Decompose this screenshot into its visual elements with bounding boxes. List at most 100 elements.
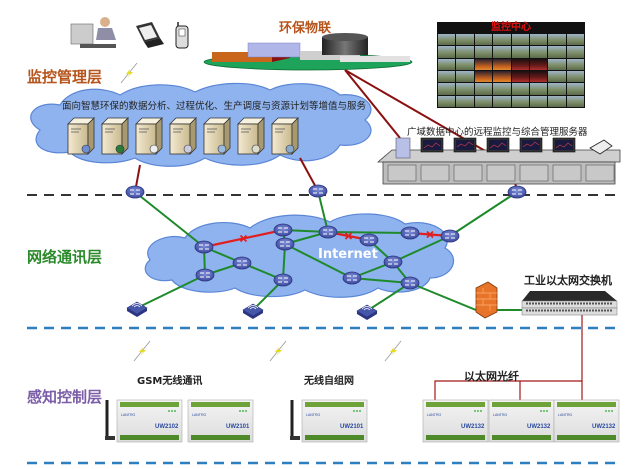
video-feed-tile	[529, 46, 548, 58]
video-feed-tile	[548, 34, 566, 46]
video-feed-tile	[511, 70, 529, 83]
controller-uw2102: LANTRO UW2102	[116, 399, 183, 443]
video-feed-tile	[456, 70, 474, 83]
device-model-label: UW2132	[592, 424, 616, 430]
video-feed-tile	[474, 70, 493, 83]
group-caption-fiber: 以太网光纤	[464, 370, 519, 383]
internet-cloud	[144, 213, 455, 298]
video-feed-tile	[511, 95, 529, 107]
device-brand: LANTRO	[427, 413, 441, 417]
video-feed-tile	[511, 83, 529, 95]
router-icon	[273, 273, 293, 287]
device-model-label: UW2101	[340, 424, 364, 430]
globe-server-icon	[101, 117, 129, 155]
router-icon	[232, 256, 252, 270]
server-tower-icon	[395, 137, 411, 159]
video-feed-tile	[438, 58, 456, 70]
device-model-label: UW2102	[155, 424, 179, 430]
group-caption-gsm: GSM无线通讯	[137, 376, 203, 387]
device-model-label: UW2132	[461, 424, 485, 430]
antenna-icon-2	[290, 400, 300, 440]
video-feed-tile	[438, 83, 456, 95]
video-feed-tile	[456, 34, 474, 46]
router-icon	[194, 240, 214, 254]
video-feed-tile	[566, 58, 584, 70]
file-server-icon	[271, 117, 299, 155]
router-icon	[195, 268, 215, 282]
video-feed-tile	[438, 70, 456, 83]
video-feed-tile	[493, 58, 511, 70]
video-feed-tile	[566, 46, 584, 58]
field-controllers: LANTROUW2102LANTROUW2101LANTROUW2101LANT…	[116, 399, 620, 443]
console-cabinet	[387, 164, 417, 182]
video-feed-tile	[566, 83, 584, 95]
video-wall-grid	[438, 34, 584, 107]
wireless-link-icon	[120, 62, 138, 84]
internet-label: Internet	[318, 247, 378, 262]
video-feed-tile	[566, 95, 584, 107]
video-feed-tile	[456, 58, 474, 70]
controller-uw2101: LANTRO UW2101	[301, 399, 368, 443]
video-feed-tile	[493, 70, 511, 83]
router-icon	[308, 184, 328, 198]
network-link	[136, 274, 206, 309]
video-feed-tile	[566, 70, 584, 83]
video-feed-tile	[511, 58, 529, 70]
mesh-wireless-icon	[269, 340, 287, 362]
video-feed-tile	[474, 46, 493, 58]
operator-workstation-icon	[70, 17, 116, 48]
mail-server-icon	[135, 117, 163, 155]
controller-uw2132: LANTRO UW2132	[553, 399, 620, 443]
gsm-wireless-icon	[133, 340, 151, 362]
video-feed-tile	[456, 83, 474, 95]
video-feed-tile	[493, 34, 511, 46]
video-feed-tile	[548, 70, 566, 83]
video-feed-tile	[474, 34, 493, 46]
printer-icon	[589, 139, 613, 155]
device-model-label: UW2101	[226, 424, 250, 430]
video-feed-tile	[529, 83, 548, 95]
video-feed-tile	[493, 46, 511, 58]
device-brand: LANTRO	[121, 413, 135, 417]
video-feed-tile	[438, 46, 456, 58]
user-server-icon	[67, 117, 95, 155]
console-cabinet	[585, 164, 615, 182]
link-fault-x-icon	[426, 230, 434, 239]
network-link	[392, 235, 451, 263]
rack-server-icon	[237, 117, 265, 155]
network-link	[449, 191, 518, 237]
router-icon	[342, 271, 362, 285]
router-icon	[400, 226, 420, 240]
environmental-iot-plant-illustration	[203, 33, 413, 71]
network-link	[284, 243, 353, 279]
layer-label-monitoring: 监控管理层	[27, 68, 103, 86]
firewall-icon	[475, 281, 498, 319]
video-feed-tile	[529, 58, 548, 70]
router-icon	[273, 223, 293, 237]
antenna-icon	[105, 400, 115, 440]
video-feed-tile	[548, 95, 566, 107]
network-link	[351, 277, 411, 284]
console-cabinet	[453, 164, 483, 182]
monitoring-center-title: 监控中心	[491, 22, 531, 33]
ethernet-fiber-links	[434, 315, 583, 400]
video-feed-tile	[456, 46, 474, 58]
monitoring-center-video-wall: 监控中心	[437, 22, 585, 108]
device-brand: LANTRO	[558, 413, 572, 417]
router-icon	[440, 229, 460, 243]
video-feed-tile	[474, 58, 493, 70]
video-feed-tile	[474, 83, 493, 95]
video-feed-tile	[456, 95, 474, 107]
router-icon	[383, 255, 403, 269]
video-feed-tile	[548, 46, 566, 58]
video-feed-tile	[511, 34, 529, 46]
video-feed-tile	[493, 83, 511, 95]
console-cabinet	[552, 164, 582, 182]
video-feed-tile	[511, 46, 529, 58]
router-icon	[507, 185, 527, 199]
network-link	[409, 282, 522, 311]
device-brand: LANTRO	[306, 413, 320, 417]
layer-label-network: 网络通讯层	[27, 248, 103, 266]
